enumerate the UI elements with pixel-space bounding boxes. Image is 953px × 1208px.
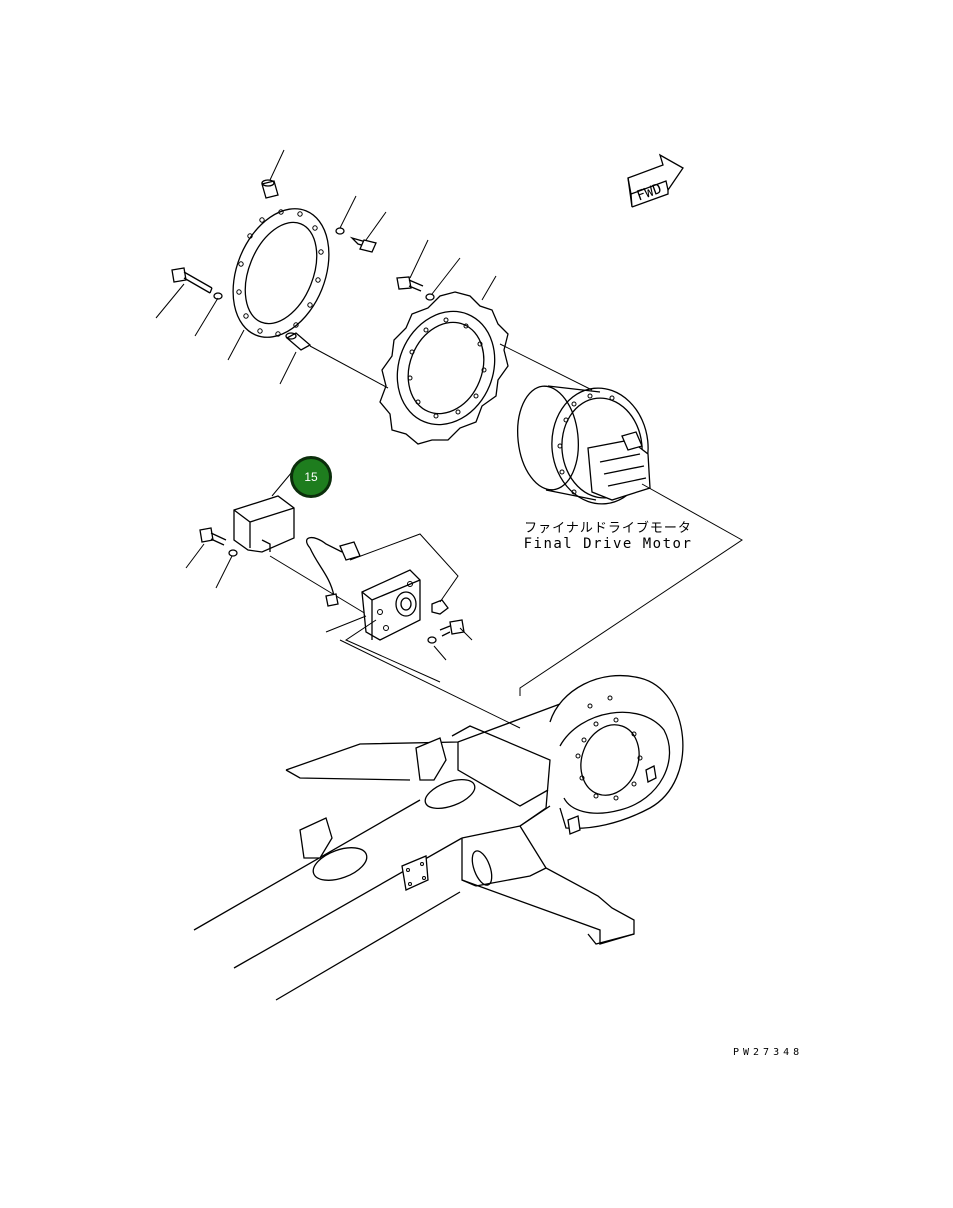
leader-lines [185, 543, 377, 621]
leader-line [499, 343, 593, 391]
final-drive-label-en: Final Drive Motor [523, 536, 693, 552]
leader-lines [155, 149, 497, 389]
bolt [199, 527, 227, 546]
washer [425, 293, 435, 301]
speed-sensor [305, 537, 361, 607]
washer [427, 636, 437, 644]
final-drive-label-jp: ファイナルドライブモータ [524, 521, 692, 536]
washer [213, 292, 223, 300]
part-callout-15[interactable]: 15 [290, 456, 332, 498]
drawing-code: PW27348 [733, 1047, 804, 1058]
sensor-bracket [361, 569, 421, 641]
washer [335, 227, 345, 235]
sensor-cover [233, 495, 295, 553]
bolt [349, 236, 377, 253]
washer [228, 549, 238, 557]
bolt [439, 619, 465, 637]
long-bolt [171, 267, 213, 294]
bushing [261, 179, 279, 199]
leader-line [519, 483, 743, 696]
leader-line [271, 471, 293, 497]
fwd-arrow-icon: FWD [627, 153, 684, 208]
flange-ring [232, 208, 330, 338]
fwd-label: FWD [635, 181, 664, 205]
bolt [396, 276, 424, 292]
sprocket [379, 291, 509, 445]
pin [285, 332, 312, 351]
nut [431, 599, 449, 615]
track-frame [193, 674, 684, 1001]
callout-number: 15 [304, 470, 318, 484]
final-drive-motor [517, 385, 651, 505]
leader-lines [325, 533, 521, 729]
